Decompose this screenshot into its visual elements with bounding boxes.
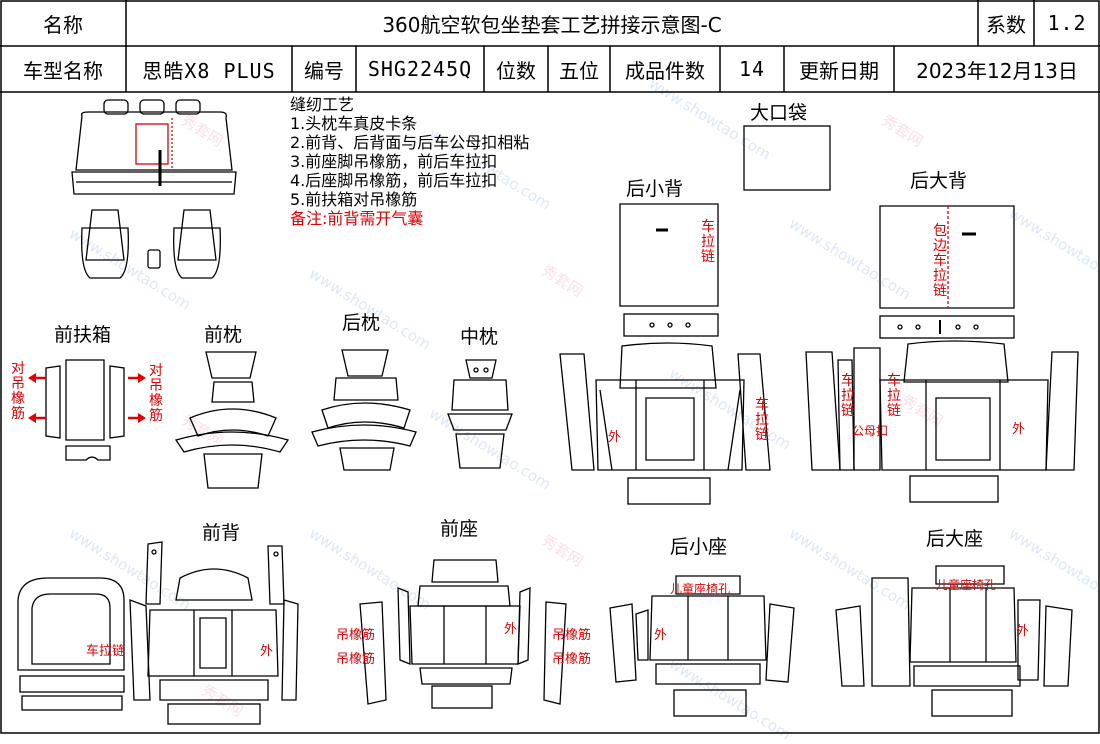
note-item: 1.头枕车真皮卡条 xyxy=(290,114,418,133)
pieces-value: 14 xyxy=(738,57,766,81)
label-rear-headrest: 后枕 xyxy=(342,312,381,334)
notes-title: 缝纫工艺 xyxy=(290,95,355,114)
label-big-pocket: 大口袋 xyxy=(750,102,808,124)
annotation-outside: 外 xyxy=(654,628,668,643)
annotation-hang-elastic-right: 对吊橡筋 xyxy=(149,363,163,424)
code-label: 编号 xyxy=(304,58,344,83)
annotation-child-seat-hole: 儿童座椅孔 xyxy=(670,582,731,596)
annotation-child-seat-hole: 儿童座椅孔 xyxy=(936,578,997,592)
date-value: 2023年12月13日 xyxy=(916,58,1078,83)
annotation-zip-big-back-right: 车拉链 xyxy=(887,373,901,419)
name-label: 名称 xyxy=(43,12,83,37)
model-label: 车型名称 xyxy=(23,58,103,83)
rear-big-seat-pattern xyxy=(835,565,1073,717)
rear-headrest-pattern xyxy=(311,349,417,471)
annotation-outside: 外 xyxy=(504,622,518,637)
front-headrest-pattern xyxy=(174,351,290,489)
note-item: 2.前背、后背面与后车公母扣相粘 xyxy=(290,133,530,152)
date-label: 更新日期 xyxy=(799,58,879,83)
label-front-headrest: 前枕 xyxy=(204,324,243,346)
document-title: 360航空软包坐垫套工艺拼接示意图-C xyxy=(382,12,722,37)
coef-value: 1.2 xyxy=(1047,11,1087,35)
annotation-zip-small-back: 车拉链 xyxy=(701,219,715,265)
rear-small-seat-pattern xyxy=(609,575,795,717)
annotation-hang-elastic: 吊橡筋 xyxy=(336,628,376,643)
annotation-hang-elastic-left: 对吊橡筋 xyxy=(11,361,25,422)
note-item: 5.前扶箱对吊橡筋 xyxy=(290,190,418,209)
coef-label: 系数 xyxy=(986,12,1026,37)
code-value: SHG2245Q xyxy=(367,57,473,81)
annotation-outside: 外 xyxy=(1016,624,1030,639)
label-rear-small-seat: 后小座 xyxy=(670,536,728,558)
rear-small-back-pattern xyxy=(559,203,771,505)
note-item: 4.后座脚吊橡筋，前后车拉扣 xyxy=(290,171,498,190)
annotation-snap-button: 公母扣 xyxy=(852,424,889,438)
notes-remark: 备注:前背需开气囊 xyxy=(290,209,424,228)
label-rear-big-seat: 后大座 xyxy=(926,528,984,550)
front-armrest-pattern xyxy=(28,359,146,461)
sewing-notes: 缝纫工艺 1.头枕车真皮卡条 2.前背、后背面与后车公母扣相粘 3.前座脚吊橡筋… xyxy=(290,95,529,228)
header-table: 名称 360航空软包坐垫套工艺拼接示意图-C 系数 1.2 车型名称 思皓X8 … xyxy=(0,0,1100,92)
label-front-seat: 前座 xyxy=(440,518,479,540)
label-rear-small-back: 后小背 xyxy=(626,178,684,200)
annotation-hang-elastic: 吊橡筋 xyxy=(552,652,592,667)
big-pocket-shape xyxy=(743,125,831,191)
annotation-zip-big-back-left: 车拉链 xyxy=(841,373,855,419)
front-seat-pattern xyxy=(359,559,567,709)
middle-headrest-pattern xyxy=(447,359,513,469)
annotation-zip-small-back-side: 车拉链 xyxy=(755,397,769,443)
label-front-armrest: 前扶箱 xyxy=(54,324,112,346)
seat-overview-illustration xyxy=(71,99,237,279)
annotation-outside: 外 xyxy=(1012,422,1026,437)
annotation-outside: 外 xyxy=(608,430,622,445)
annotation-zip-front-back: 车拉链 xyxy=(86,644,126,659)
annotation-hang-elastic: 吊橡筋 xyxy=(552,628,592,643)
note-item: 3.前座脚吊橡筋，前后车拉扣 xyxy=(290,152,498,171)
pieces-label: 成品件数 xyxy=(625,58,705,83)
annotation-edge-zip: 包边车拉链 xyxy=(933,223,947,299)
rear-big-back-pattern xyxy=(805,205,1079,503)
annotation-hang-elastic: 吊橡筋 xyxy=(336,652,376,667)
label-middle-headrest: 中枕 xyxy=(460,326,499,348)
front-back-pattern xyxy=(17,541,299,725)
model-value: 思皓X8 PLUS xyxy=(142,58,276,83)
label-front-back: 前背 xyxy=(202,522,241,544)
annotation-outside: 外 xyxy=(260,644,274,659)
seat-label: 位数 xyxy=(496,58,536,83)
label-rear-big-back: 后大背 xyxy=(910,170,968,192)
seat-value: 五位 xyxy=(559,58,599,83)
